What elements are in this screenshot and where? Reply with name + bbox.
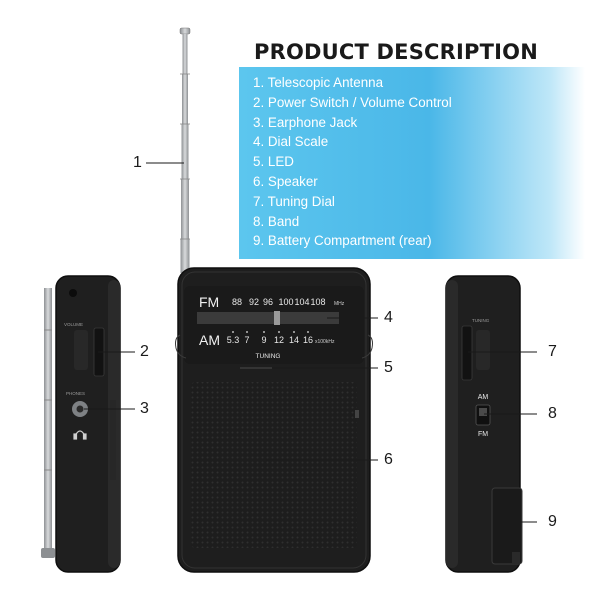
am-scale-tick: 5.3 bbox=[227, 335, 240, 345]
callout-5: 5 bbox=[384, 359, 393, 376]
description-panel: 1. Telescopic Antenna 2. Power Switch / … bbox=[239, 67, 585, 259]
fm-scale-tick: 92 bbox=[249, 297, 259, 307]
callout-leader-lines bbox=[84, 162, 537, 523]
callout-3: 3 bbox=[140, 400, 149, 417]
radio-front bbox=[175, 267, 373, 573]
fm-scale-tick: 96 bbox=[263, 297, 273, 307]
fm-label: FM bbox=[199, 294, 219, 310]
am-scale-tick: 12 bbox=[274, 335, 284, 345]
fm-scale-tick: 88 bbox=[232, 297, 242, 307]
description-item: 2. Power Switch / Volume Control bbox=[253, 94, 452, 110]
callout-8: 8 bbox=[548, 405, 557, 422]
fm-scale-tick: 108 bbox=[310, 297, 325, 307]
speaker-grille bbox=[191, 382, 357, 548]
description-item: 7. Tuning Dial bbox=[253, 193, 335, 209]
right-tuning-label: TUNING bbox=[472, 318, 490, 323]
product-description-title: PRODUCT DESCRIPTION bbox=[254, 40, 538, 64]
am-unit: x100kHz bbox=[315, 339, 335, 345]
band-fm-label: FM bbox=[478, 431, 488, 438]
callout-4: 4 bbox=[384, 309, 393, 326]
am-scale-tick: 9 bbox=[261, 335, 266, 345]
description-item: 8. Band bbox=[253, 213, 300, 229]
callout-1: 1 bbox=[133, 154, 142, 171]
description-item: 5. LED bbox=[253, 154, 294, 170]
description-item: 4. Dial Scale bbox=[253, 134, 329, 150]
am-scale-tick: 16 bbox=[303, 335, 313, 345]
description-item: 3. Earphone Jack bbox=[253, 114, 358, 130]
callout-9: 9 bbox=[548, 513, 557, 530]
tuning-label: TUNING bbox=[256, 353, 281, 360]
volume-label: VOLUME bbox=[64, 322, 83, 327]
description-item: 9. Battery Compartment (rear) bbox=[253, 233, 432, 249]
am-label: AM bbox=[199, 332, 220, 348]
am-dot-marks bbox=[232, 331, 309, 333]
description-item: 6. Speaker bbox=[253, 173, 318, 189]
description-list: 1. Telescopic Antenna 2. Power Switch / … bbox=[239, 67, 585, 251]
headphone-icon bbox=[73, 430, 87, 440]
phones-label: PHONES bbox=[66, 391, 85, 396]
radio-right-side bbox=[445, 275, 523, 573]
am-scale-tick: 7 bbox=[244, 335, 249, 345]
telescopic-antenna bbox=[179, 27, 191, 273]
radio-left-side bbox=[41, 275, 121, 573]
fm-unit: MHz bbox=[334, 301, 345, 307]
callout-6: 6 bbox=[384, 451, 393, 468]
callout-7: 7 bbox=[548, 343, 557, 360]
band-am-label: AM bbox=[478, 394, 489, 401]
am-scale-tick: 14 bbox=[289, 335, 299, 345]
callout-2: 2 bbox=[140, 343, 149, 360]
fm-scale-tick: 100 bbox=[278, 297, 293, 307]
description-item: 1. Telescopic Antenna bbox=[253, 75, 384, 90]
fm-scale-tick: 104 bbox=[294, 297, 309, 307]
